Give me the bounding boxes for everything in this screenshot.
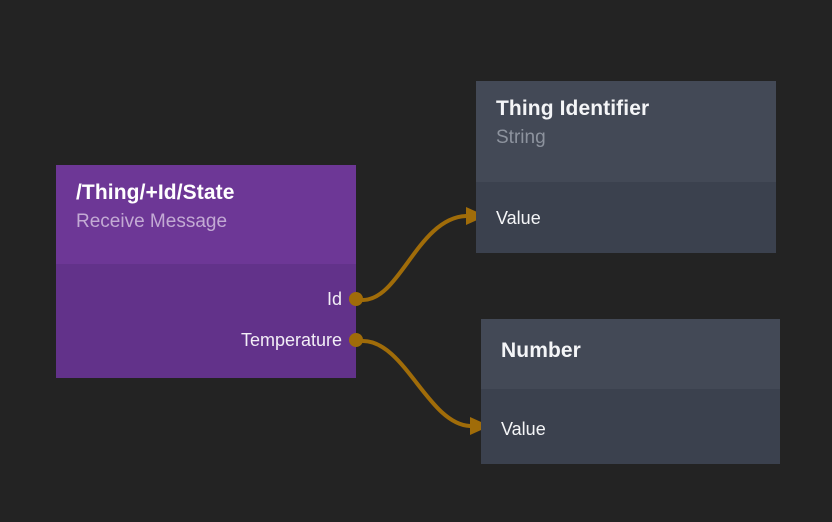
node-subtitle: String: [496, 126, 546, 148]
output-port-label: Id: [326, 288, 342, 309]
connection-id-to-thing-identifier[interactable]: [361, 207, 486, 302]
node-number[interactable]: Number Value: [481, 319, 780, 464]
connection-curve[interactable]: [361, 214, 468, 302]
node-subtitle: Receive Message: [76, 210, 228, 232]
output-port-dot[interactable]: [349, 292, 363, 306]
node-thing-identifier[interactable]: Thing Identifier String Value: [476, 81, 776, 253]
node-title: Thing Identifier: [496, 97, 650, 120]
node-title: Number: [501, 339, 581, 362]
node-title: /Thing/+Id/State: [76, 181, 235, 204]
node-header[interactable]: Number: [481, 319, 780, 389]
node-body: Value: [476, 182, 776, 253]
connection-curve[interactable]: [361, 339, 472, 428]
node-header[interactable]: /Thing/+Id/State Receive Message: [56, 165, 356, 264]
output-port-label: Temperature: [240, 329, 342, 350]
output-port-dot[interactable]: [349, 333, 363, 347]
output-port-temperature[interactable]: Temperature: [240, 327, 363, 353]
output-port-id[interactable]: Id: [326, 286, 363, 312]
input-port-label: Value: [496, 208, 541, 228]
input-port-label: Value: [501, 419, 546, 439]
node-receive-message[interactable]: /Thing/+Id/State Receive Message Id Temp…: [56, 165, 363, 378]
node-header[interactable]: Thing Identifier String: [476, 81, 776, 182]
connection-temperature-to-number[interactable]: [361, 339, 490, 435]
node-body: Id Temperature: [56, 264, 363, 378]
node-body: Value: [481, 389, 780, 464]
